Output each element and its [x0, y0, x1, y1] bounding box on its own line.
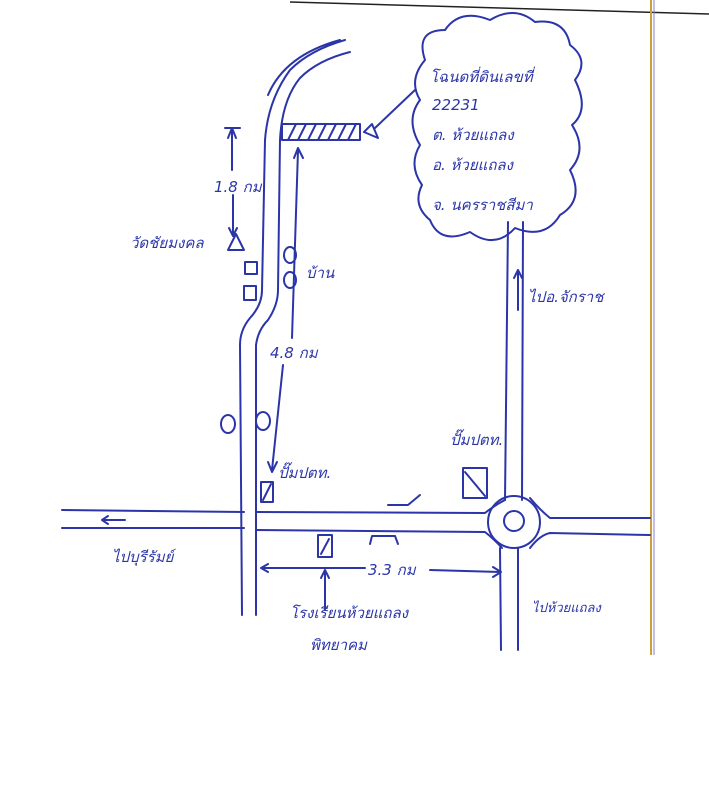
school-pointer-arrow	[320, 569, 330, 611]
page-edge-line	[289, 1, 709, 15]
to-buriram-label: ไปบุรีรัมย์	[112, 548, 176, 566]
house-icon	[283, 246, 297, 264]
land-plot	[281, 123, 361, 141]
address-line2: 22231	[432, 96, 480, 114]
to-chakkarat-label: ไปอ.จักราช	[528, 288, 605, 306]
building-icon	[220, 414, 236, 434]
address-line5: จ. นครราชสีมา	[432, 196, 533, 214]
dist-top-label: 1.8 กม	[214, 178, 263, 196]
building-icon	[255, 411, 271, 431]
structure-mark	[387, 494, 421, 506]
dist-top-arrow-down	[228, 194, 238, 237]
temple-label: วัดชัยมงคล	[130, 234, 204, 252]
gas-station-right-icon	[462, 467, 488, 499]
dist-middle-arrow-down	[267, 364, 284, 473]
gas-station-left-label: ปั๊มปตท.	[278, 462, 331, 482]
gas-station-left-icon	[260, 481, 274, 503]
dist-middle-arrow-up	[291, 147, 304, 339]
address-line1: โฉนดที่ดินเลขที่	[430, 66, 536, 86]
road-right	[499, 221, 524, 651]
structure-mark	[369, 535, 399, 545]
to-huai-thalaeng-label: ไปห้วยแถลง	[532, 600, 602, 616]
house-label: บ้าน	[306, 264, 335, 282]
to-buriram-arrow	[101, 515, 126, 525]
land-plot-hatch	[287, 123, 357, 141]
landmark-triangle-icon	[363, 123, 379, 139]
house-icon	[283, 271, 297, 289]
road-north-west-edge	[239, 39, 346, 616]
road-north-east-edge	[255, 51, 351, 616]
gas-station-right-label: ปั๊มปตท.	[450, 429, 503, 449]
dist-middle-label: 4.8 กม	[270, 344, 319, 362]
temple-icon	[227, 233, 245, 251]
school-label-line2: พิทยาคม	[310, 636, 368, 654]
dist-bottom-arrow	[260, 563, 502, 578]
to-chakkarat-arrow	[513, 269, 523, 311]
school-label-line1: โรงเรียนห้วยแถลง	[290, 604, 410, 622]
road-main-south-edge	[61, 527, 651, 549]
school-mark	[320, 538, 330, 555]
road-main-north-edge	[61, 497, 651, 519]
dist-top-arrow-up	[224, 127, 241, 171]
pointer-line	[374, 89, 416, 129]
address-line3: ต. ห้วยแถลง	[432, 126, 515, 144]
roundabout-center	[503, 510, 525, 532]
address-cloud	[411, 12, 583, 241]
building-icon	[243, 285, 257, 301]
address-line4: อ. ห้วยแถลง	[432, 156, 515, 174]
gas-station-left-mark	[262, 483, 272, 501]
dist-bottom-label: 3.3 กม	[368, 561, 417, 579]
building-icon	[244, 261, 258, 275]
gas-station-right-mark	[464, 471, 486, 497]
school-icon	[317, 534, 333, 558]
roundabout-outer	[487, 495, 541, 549]
